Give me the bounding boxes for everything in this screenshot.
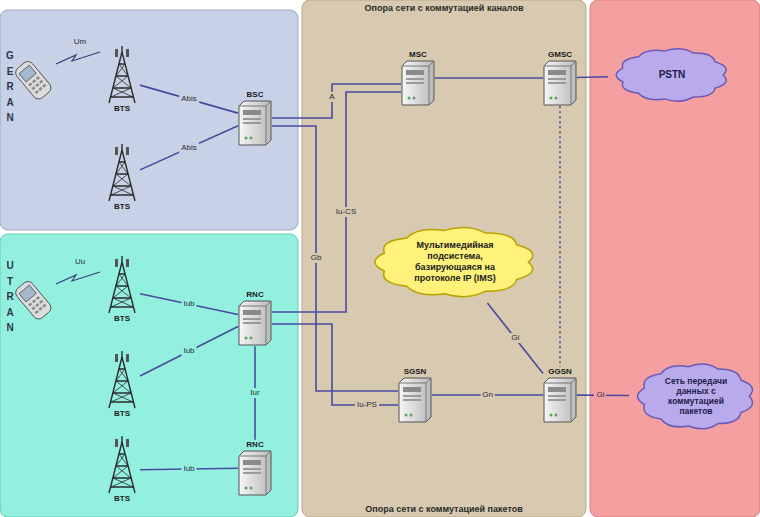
node-label: GGSN (548, 367, 572, 377)
network-link (435, 77, 543, 79)
tower-icon (104, 256, 140, 314)
server-icon (401, 60, 435, 106)
network-server: MSC (401, 50, 435, 107)
network-link (140, 85, 238, 113)
core-title: Опора сети с коммутацией каналов (302, 3, 586, 13)
interface-label: Gb (309, 253, 324, 263)
external-networks-panel (590, 0, 760, 517)
base-station: BTS (104, 436, 140, 504)
interface-label: Abis (179, 143, 199, 153)
cloud-label: Мультимедийная подсистема, базирующаяся … (408, 240, 503, 283)
interface-label: Iu-PS (355, 400, 379, 410)
network-link (559, 106, 561, 366)
network-link (272, 84, 401, 118)
node-label: RNC (246, 290, 263, 300)
tower-icon (104, 351, 140, 409)
node-label: RNC (246, 440, 263, 450)
node-label: BTS (114, 314, 130, 324)
interface-label: Iub (181, 464, 196, 474)
network-link (577, 76, 608, 78)
network-cloud: PSTN (608, 44, 736, 106)
server-icon (238, 300, 272, 346)
network-server: SGSN (398, 367, 432, 424)
base-station: BTS (104, 256, 140, 324)
node-label: MSC (409, 50, 427, 60)
server-icon (543, 60, 577, 106)
mobile-phone (13, 279, 53, 321)
interface-label: Gi (509, 333, 521, 343)
node-label: GMSC (548, 50, 572, 60)
interface-label: Iur (248, 388, 261, 398)
network-link (140, 294, 238, 315)
interface-label: Gn (480, 390, 495, 400)
tower-icon (104, 144, 140, 202)
mobile-phone (13, 59, 53, 101)
interface-label: Iub (181, 299, 196, 309)
network-link (272, 92, 401, 312)
network-link (140, 327, 238, 376)
panel-grounds (0, 0, 586, 517)
network-server: BSC (238, 90, 272, 147)
tower-icon (104, 46, 140, 104)
network-cloud: Сеть передачи данных с коммутацией пакет… (629, 358, 760, 435)
base-station: BTS (104, 144, 140, 212)
cloud-label: PSTN (659, 69, 686, 81)
region-ground (0, 234, 298, 517)
node-label: BTS (114, 494, 130, 504)
network-region: BTS RNC BTS BTS RNC UTRAN (0, 234, 298, 517)
interface-label: Gi (594, 390, 606, 400)
region-ground (0, 10, 298, 230)
network-link (487, 303, 543, 373)
radio-link (56, 52, 100, 64)
server-icon (238, 450, 272, 496)
interface-label: Iu-CS (334, 207, 358, 217)
cloud-label: Сеть передачи данных с коммутацией пакет… (662, 376, 730, 417)
region-label: UTRAN (5, 258, 15, 336)
interface-label: Iub (181, 346, 196, 356)
node-label: BSC (247, 90, 264, 100)
network-server: GGSN (543, 367, 577, 424)
node-label: BTS (114, 104, 130, 114)
node-label: BTS (114, 409, 130, 419)
base-station: BTS (104, 351, 140, 419)
network-server: RNC (238, 440, 272, 497)
interface-label: Uu (73, 257, 87, 267)
server-icon (238, 100, 272, 146)
interface-label: Um (72, 37, 88, 47)
interface-label: Abis (179, 94, 199, 104)
core-title: Опора сети с коммутацией пакетов (302, 504, 586, 514)
server-icon (398, 377, 432, 423)
tower-icon (104, 436, 140, 494)
interface-label: A (327, 92, 336, 102)
network-link (140, 126, 238, 170)
node-label: BTS (114, 202, 130, 212)
network-link (272, 324, 398, 405)
network-server: RNC (238, 290, 272, 347)
network-region: MSC GMSC Мультимедийная подсистема, базиру… (302, 0, 586, 517)
radio-link (56, 272, 100, 284)
region-ground (302, 0, 586, 517)
network-cloud: Мультимедийная подсистема, базирующаяся … (363, 221, 547, 303)
node-label: SGSN (404, 367, 427, 377)
network-region: BTS BTS BSC GERAN (0, 10, 298, 230)
region-label: GERAN (5, 48, 15, 126)
server-icon (543, 377, 577, 423)
network-server: GMSC (543, 50, 577, 107)
base-station: BTS (104, 46, 140, 114)
